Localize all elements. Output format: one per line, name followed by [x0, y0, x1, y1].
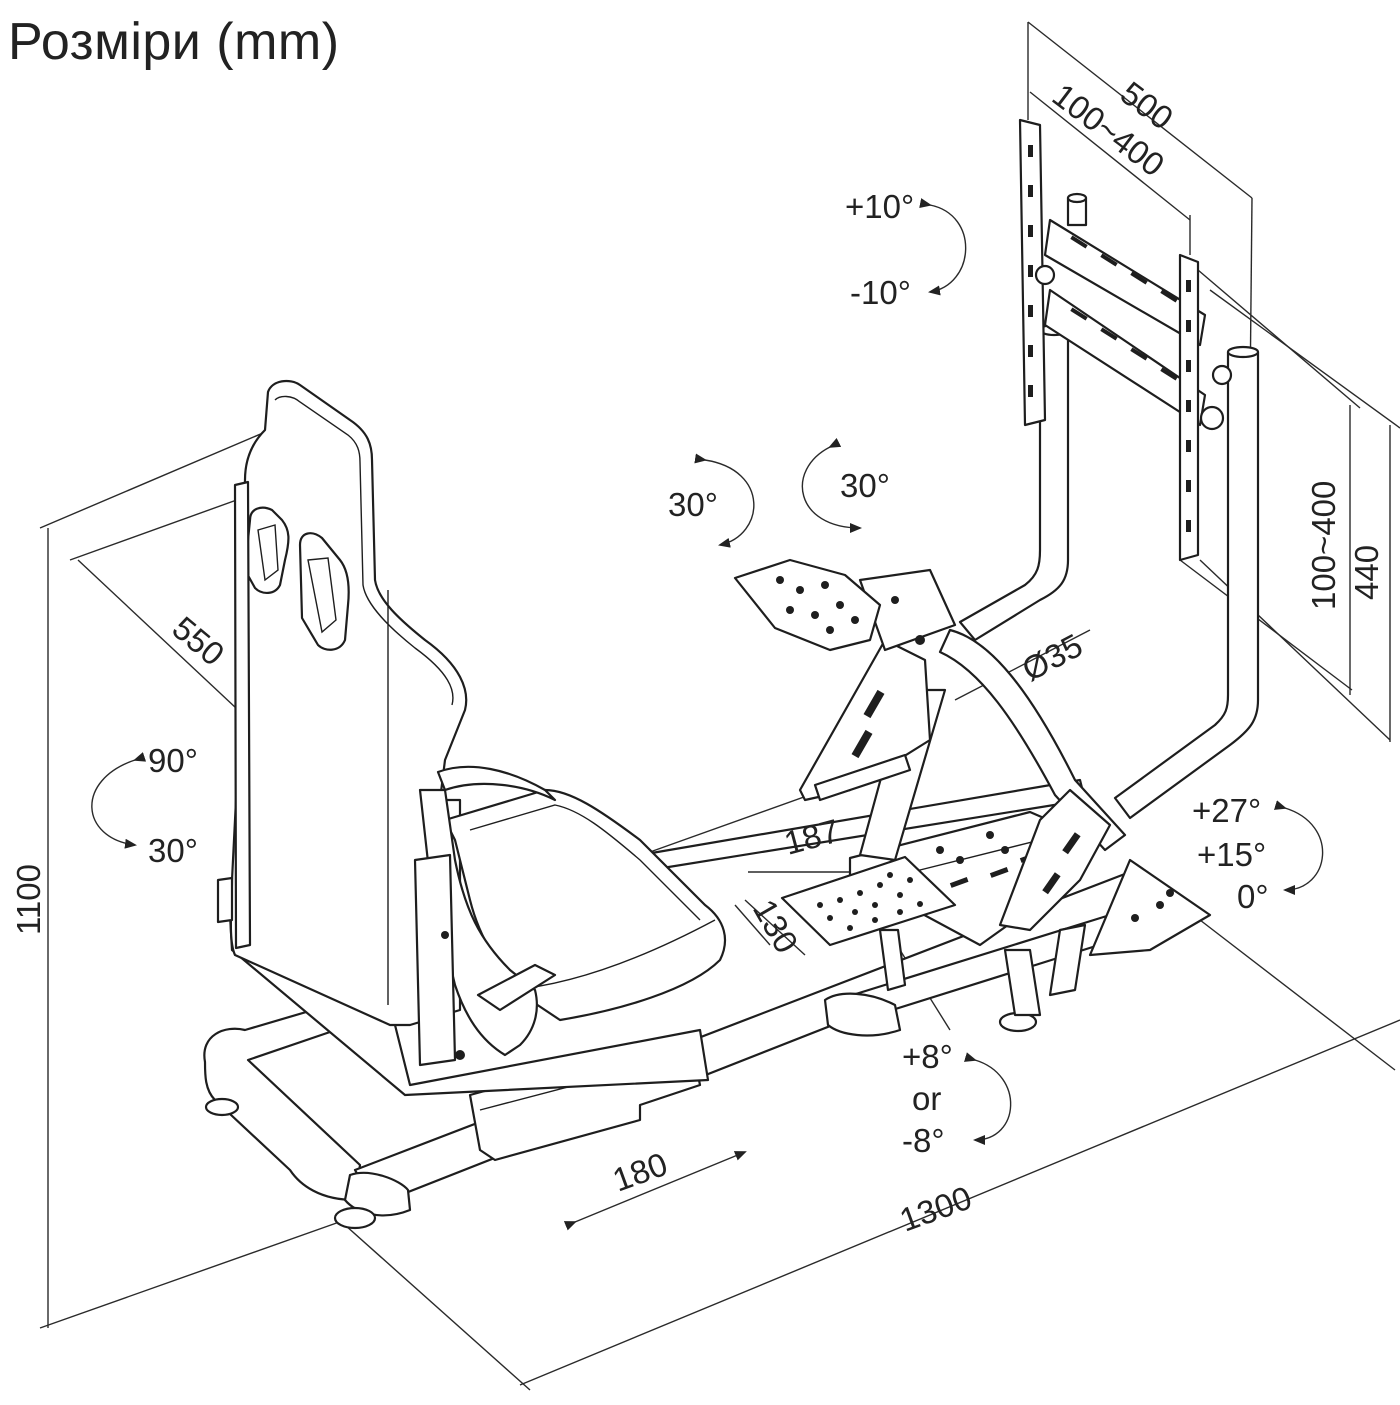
- label-total-height: 1100: [10, 864, 47, 935]
- monitor-stand: [958, 118, 1260, 820]
- label-wheel-rotate-right: 30°: [840, 467, 890, 504]
- label-vesa-vertical: 100~400: [1305, 481, 1342, 610]
- label-monitor-height: 440: [1348, 545, 1385, 600]
- label-seat-slide: 180: [608, 1145, 672, 1199]
- left-rail-holes: [1028, 145, 1033, 397]
- label-shifter-tilt-plus: +8°: [902, 1038, 953, 1075]
- label-seat-width: 550: [166, 609, 232, 673]
- angle-labels: +10° -10° 30° 30° 90° 30° +27° +15° 0° +…: [148, 188, 1269, 1159]
- label-pedal-tilt-high: +27°: [1192, 792, 1261, 829]
- right-rail-holes: [1186, 280, 1191, 532]
- label-shifter-tilt-minus: -8°: [902, 1122, 945, 1159]
- label-total-length: 1300: [895, 1179, 977, 1239]
- vesa-beam-holes: [1070, 235, 1178, 381]
- label-backrest-min: 30°: [148, 832, 198, 869]
- label-tube-diameter: Ø35: [1016, 626, 1088, 688]
- label-pedal-tilt-mid: +15°: [1197, 836, 1266, 873]
- shifter-plate-holes: [817, 872, 923, 931]
- rotation-arrows: [91, 198, 1324, 1145]
- label-pedal-depth: 187: [780, 812, 843, 862]
- label-shifter-tilt-or: or: [912, 1080, 941, 1117]
- label-backrest-max: 90°: [148, 742, 198, 779]
- racing-seat: [216, 379, 727, 1162]
- wheel-plate-holes: [776, 576, 859, 634]
- page-title: Розміри (mm): [8, 13, 340, 71]
- label-monitor-tilt-up: +10°: [845, 188, 914, 225]
- wheel-stand: [733, 558, 1127, 1017]
- label-pedal-tilt-low: 0°: [1237, 878, 1269, 915]
- label-wheel-rotate-left: 30°: [668, 486, 718, 523]
- label-monitor-tilt-down: -10°: [850, 274, 911, 311]
